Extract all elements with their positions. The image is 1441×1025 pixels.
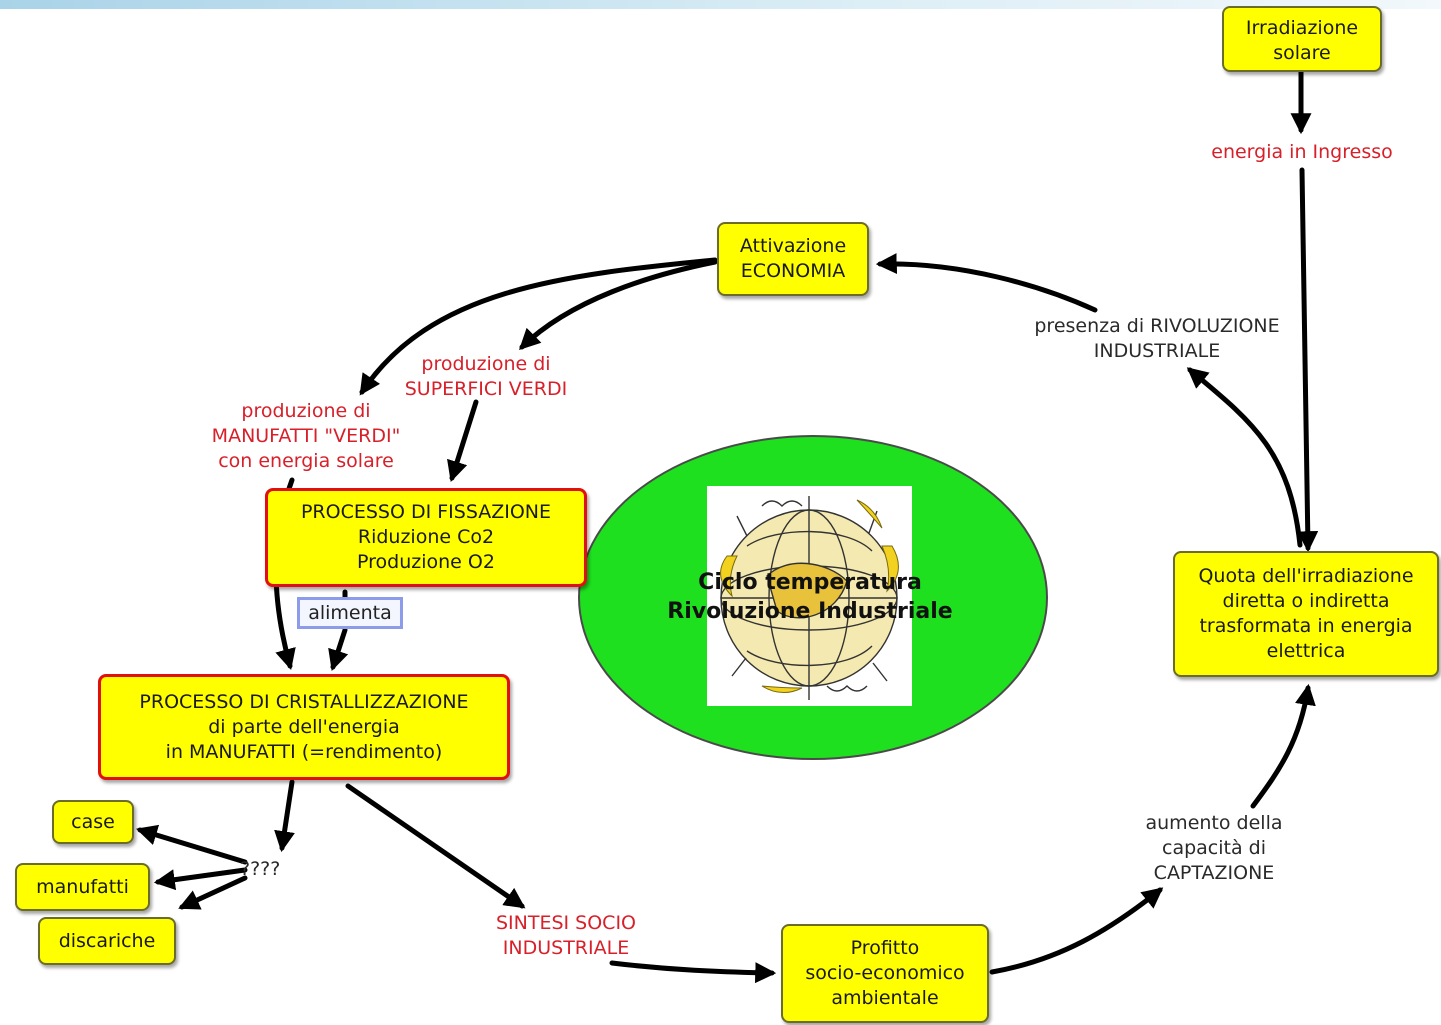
link-attivazione-manufatti-verdi <box>359 257 718 396</box>
node-profitto[interactable]: Profitto socio-economico ambientale <box>781 924 989 1023</box>
link-quota-rivoluzione <box>1186 367 1303 548</box>
link-label-question[interactable]: ???? <box>240 858 281 880</box>
link-alimenta-cristallizzazione <box>328 627 349 671</box>
node-case[interactable]: case <box>52 800 134 844</box>
link-label-rivoluzione-industriale[interactable]: presenza di RIVOLUZIONE INDUSTRIALE <box>1034 315 1280 362</box>
link-label-energia-ingresso[interactable]: energia in Ingresso <box>1211 141 1393 163</box>
link-energia-quota <box>1297 167 1319 553</box>
link-cristallizzazione-sintesi <box>345 783 526 909</box>
link-label-aumento-captazione[interactable]: aumento della capacità di CAPTAZIONE <box>1145 812 1283 884</box>
node-manufatti[interactable]: manufatti <box>15 863 150 911</box>
link-label-alimenta[interactable]: alimenta <box>297 597 403 629</box>
link-label-sintesi-socio-industriale[interactable]: SINTESI SOCIO INDUSTRIALE <box>495 912 637 959</box>
globe-illustration-icon <box>707 486 912 706</box>
node-processo-fissazione[interactable]: PROCESSO DI FISSAZIONE Riduzione Co2 Pro… <box>265 488 587 587</box>
node-discariche[interactable]: discariche <box>38 917 176 965</box>
node-processo-cristallizzazione[interactable]: PROCESSO DI CRISTALLIZZAZIONE di parte d… <box>98 674 510 780</box>
link-sintesi-profitto <box>609 960 777 984</box>
link-label-manufatti-verdi[interactable]: produzione di MANUFATTI "VERDI" con ener… <box>211 400 401 472</box>
node-irradiazione-solare[interactable]: Irradiazione solare <box>1222 6 1382 72</box>
link-question-manufatti <box>153 867 248 891</box>
link-label-superfici-verdi[interactable]: produzione di SUPERFICI VERDI <box>404 353 568 400</box>
link-captazione-quota <box>1250 683 1316 809</box>
node-attivazione-economia[interactable]: Attivazione ECONOMIA <box>717 222 869 296</box>
node-quota-irradiazione[interactable]: Quota dell'irradiazione diretta o indire… <box>1173 551 1439 677</box>
central-concept-title: Ciclo temperatura Rivoluzione Industrial… <box>667 570 953 624</box>
link-question-case <box>135 824 248 865</box>
link-attivazione-superfici <box>518 259 718 350</box>
window-top-band <box>0 0 1441 9</box>
link-rivoluzione-attivazione <box>875 253 1098 313</box>
link-superfici-fissazione <box>447 399 479 483</box>
link-cristallizzazione-question <box>274 779 295 853</box>
link-profitto-captazione <box>989 887 1164 975</box>
link-question-discariche <box>178 875 248 910</box>
